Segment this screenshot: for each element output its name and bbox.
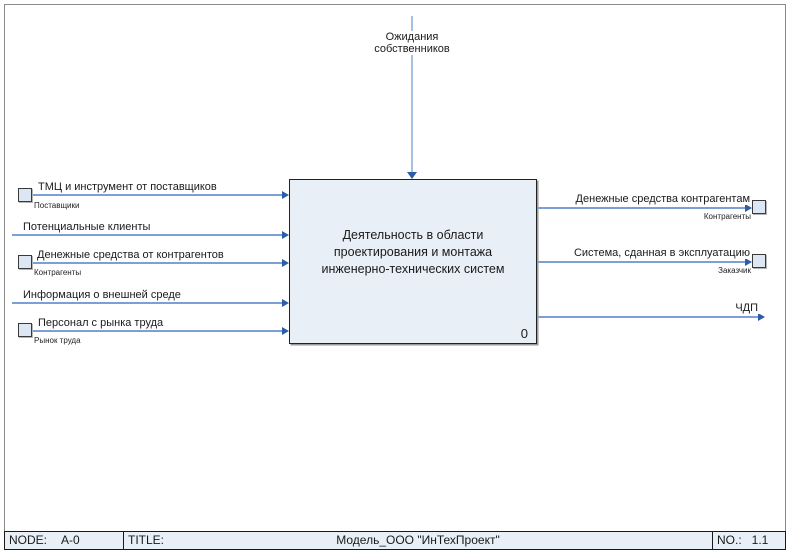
arrowhead-right-icon bbox=[745, 204, 752, 212]
input-arrow-funds bbox=[32, 262, 282, 264]
input-label: Персонал с рынка труда bbox=[36, 317, 166, 329]
output-arrow-funds-to-contractors bbox=[537, 207, 745, 209]
output-label: ЧДП bbox=[733, 302, 760, 314]
control-arrow-line bbox=[411, 16, 413, 172]
activity-title: Деятельность в области проектирования и … bbox=[321, 228, 505, 276]
target-box-customer bbox=[752, 254, 766, 268]
source-box-labor-market bbox=[18, 323, 32, 337]
footer-node-cell: NODE: A-0 bbox=[5, 532, 124, 549]
source-box-contractors bbox=[18, 255, 32, 269]
footer-number-cell: NO.: 1.1 bbox=[713, 532, 785, 549]
input-arrow-personnel bbox=[32, 330, 282, 332]
output-arrow-net-cash-flow bbox=[537, 316, 758, 318]
arrowhead-right-icon bbox=[282, 327, 289, 335]
arrowhead-down-icon bbox=[407, 172, 417, 179]
source-box-suppliers bbox=[18, 188, 32, 202]
entity-caption: Контрагенты bbox=[34, 268, 82, 277]
title-label: TITLE: bbox=[128, 533, 165, 547]
input-label: Информация о внешней среде bbox=[21, 289, 183, 301]
entity-caption: Контрагенты bbox=[703, 212, 751, 221]
control-arrow-label: Ожидания собственников bbox=[362, 31, 462, 55]
arrowhead-right-icon bbox=[282, 191, 289, 199]
node-value: A-0 bbox=[61, 533, 80, 547]
input-arrow-supplies bbox=[32, 194, 282, 196]
activity-number: 0 bbox=[520, 326, 528, 341]
activity-box: Деятельность в области проектирования и … bbox=[289, 179, 537, 344]
output-arrow-system-commissioned bbox=[537, 261, 745, 263]
title-value: Модель_ООО "ИнТехПроект" bbox=[336, 533, 500, 547]
input-label: Потенциальные клиенты bbox=[21, 221, 153, 233]
arrowhead-right-icon bbox=[758, 313, 765, 321]
output-label: Денежные средства контрагентам bbox=[573, 193, 752, 205]
entity-caption: Поставщики bbox=[34, 201, 80, 210]
entity-caption: Рынок труда bbox=[34, 336, 81, 345]
arrowhead-right-icon bbox=[745, 258, 752, 266]
target-box-contractors bbox=[752, 200, 766, 214]
input-label: ТМЦ и инструмент от поставщиков bbox=[36, 181, 219, 193]
arrowhead-right-icon bbox=[282, 259, 289, 267]
node-label: NODE: bbox=[9, 533, 48, 547]
output-label: Система, сданная в эксплуатацию bbox=[571, 247, 752, 259]
arrowhead-right-icon bbox=[282, 231, 289, 239]
footer-title-cell: TITLE: Модель_ООО "ИнТехПроект" bbox=[124, 532, 713, 549]
number-value: 1.1 bbox=[751, 533, 769, 547]
input-arrow-clients bbox=[12, 234, 282, 236]
input-label: Денежные средства от контрагентов bbox=[35, 249, 226, 261]
number-label: NO.: bbox=[717, 533, 742, 547]
input-arrow-environment-info bbox=[12, 302, 282, 304]
arrowhead-right-icon bbox=[282, 299, 289, 307]
footer-title-bar: NODE: A-0 TITLE: Модель_ООО "ИнТехПроект… bbox=[4, 531, 786, 550]
entity-caption: Заказчик bbox=[718, 266, 751, 275]
